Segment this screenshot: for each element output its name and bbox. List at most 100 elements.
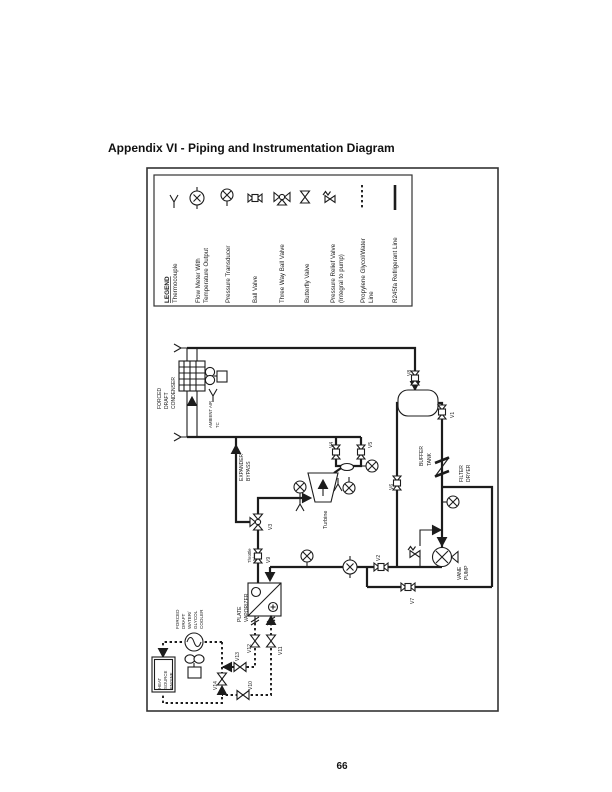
ball-valve-icon — [247, 193, 263, 203]
valve-v5 — [356, 444, 366, 460]
valve-v11 — [265, 634, 277, 648]
throttle-valve-label: Throttle — [247, 548, 252, 563]
legend-item-label: Thermocouple — [172, 263, 179, 303]
valve-v13 — [233, 661, 247, 673]
thermocouple-icon — [173, 432, 188, 442]
thermocouple-icon — [173, 343, 188, 353]
filter-dryer-label: FILTER — [459, 465, 465, 482]
legend-box — [153, 174, 413, 307]
legend-item-label: Pressure Transducer — [225, 246, 232, 303]
vane-pump-label: VANE — [457, 566, 463, 580]
pressure-transducer-icon — [220, 188, 234, 207]
filter-dryer-label: DRYER — [466, 464, 472, 482]
ambient-air-label: TC — [215, 422, 220, 428]
flow-arrow-icon — [431, 524, 442, 536]
ambient-air-label: AMBIENT AIR — [208, 401, 213, 428]
flow-arrow-icon — [186, 396, 198, 407]
flow-meter-icon — [189, 186, 205, 210]
heat-source-engine: HEAT SOURCE ENGINE — [151, 656, 176, 693]
legend-labels: LEGEND Thermocouple Flow Meter With Temp… — [164, 237, 399, 303]
condenser-label: FORCED — [157, 388, 163, 410]
vane-pump-label: PUMP — [464, 565, 470, 580]
pressure-relief-valve-icon — [322, 190, 336, 204]
fan-motor-icon — [187, 666, 202, 679]
turbine: Turbine — [293, 459, 379, 529]
valve-v9-throttle — [253, 548, 263, 564]
valve-label-v8: V8 — [407, 370, 413, 376]
condenser-label: CONDENSER — [171, 377, 177, 409]
pressure-relief-valve-icon — [407, 545, 421, 559]
buffer-tank-label: BUFFER — [419, 446, 425, 466]
valve-label-v6: V6 — [389, 484, 395, 490]
pressure-transducer-icon — [360, 459, 379, 473]
page-title: Appendix VI - Piping and Instrumentation… — [108, 141, 395, 155]
legend-item-label: Butterfly Valve — [304, 263, 311, 303]
cooler-label: DRAFT — [181, 613, 186, 629]
vane-pump: VANE PUMP — [407, 495, 470, 580]
flow-arrow-icon — [157, 647, 169, 658]
forced-draft-condenser: FORCED DRAFT CONDENSER AMBIENT AIR TC — [157, 343, 228, 442]
valve-label-v4: V4 — [329, 442, 335, 448]
legend-symbols — [169, 185, 397, 210]
thermocouple-icon — [339, 462, 355, 472]
engine-label: ENGINE — [169, 672, 174, 689]
valve-label-v10: V10 — [248, 681, 254, 690]
flow-meter-icon — [342, 555, 358, 579]
valve-v1 — [437, 404, 447, 420]
buffer-tank: BUFFER TANK — [397, 380, 439, 466]
valve-label-v3: V3 — [268, 524, 274, 530]
butterfly-valve-icon — [299, 190, 311, 204]
cooler-label: GLYCOL — [193, 610, 198, 629]
expander-bypass: EXPANDER BYPASS — [230, 444, 252, 481]
valves: V8 V1 V6 V2 V7 V4 V5 V3 V9 V12 V11 V13 V… — [213, 370, 456, 701]
vaporizer-label: PLATE — [237, 606, 243, 622]
flow-arrow-icon — [436, 536, 448, 547]
legend-item-label: (Integral to pump) — [338, 254, 345, 303]
valve-label-v2: V2 — [376, 555, 382, 561]
plate-vaporizer: PLATE VAPORIZER Throttle Valve — [237, 548, 282, 626]
valve-v3-three-way — [249, 513, 264, 531]
valve-v10 — [236, 689, 250, 701]
valve-v7 — [400, 582, 416, 592]
fan-motor-icon — [216, 370, 228, 383]
legend-item-label: Flow Meter With — [195, 258, 202, 303]
buffer-tank-label: TANK — [427, 452, 433, 466]
valve-label-v5: V5 — [368, 442, 374, 448]
page-number: 66 — [336, 761, 348, 772]
engine-label: HEAT — [157, 677, 162, 689]
cooler-label: COOLER — [199, 609, 204, 629]
fan-icon — [193, 654, 205, 664]
pressure-transducer-icon — [342, 476, 356, 495]
fan-icon — [204, 374, 216, 386]
ambient-air-thermocouple-icon — [208, 388, 218, 403]
figure-border — [146, 167, 499, 712]
valve-v2 — [373, 562, 389, 572]
liquid-line-instruments — [264, 549, 358, 582]
three-way-ball-valve-icon — [273, 191, 291, 206]
cooler-label: FORCED — [175, 609, 180, 629]
legend-item-label: Propylene Glycol/Water — [360, 238, 367, 303]
flow-arrow-icon — [264, 571, 276, 582]
valve-label-v12: V12 — [247, 644, 253, 653]
engine-label: SOURCE — [163, 670, 168, 689]
bypass-label: EXPANDER — [239, 453, 245, 481]
valve-label-v14: V14 — [213, 681, 219, 690]
valve-label-v7: V7 — [410, 598, 416, 604]
pressure-transducer-icon — [441, 495, 460, 509]
pressure-transducer-icon — [300, 549, 314, 568]
legend-item-label: Temperature Output — [203, 248, 210, 303]
legend-item-label: R245fa Refrigerant Line — [392, 237, 399, 303]
valve-label-v13: V13 — [235, 652, 241, 661]
valve-label-v11: V11 — [278, 646, 284, 655]
valve-label-v1: V1 — [450, 412, 456, 418]
legend-item-label: Ball Valve — [252, 275, 259, 303]
flow-arrow-icon — [222, 661, 233, 673]
vaporizer-label: VAPORIZER — [244, 593, 250, 622]
filter-dryer: FILTER DRYER — [434, 456, 472, 482]
legend-item-label: Three Way Ball Valve — [279, 244, 286, 303]
bypass-label: BYPASS — [246, 461, 252, 481]
cooler-label: WATER/ — [187, 611, 192, 629]
legend-heading: LEGEND — [164, 276, 171, 303]
